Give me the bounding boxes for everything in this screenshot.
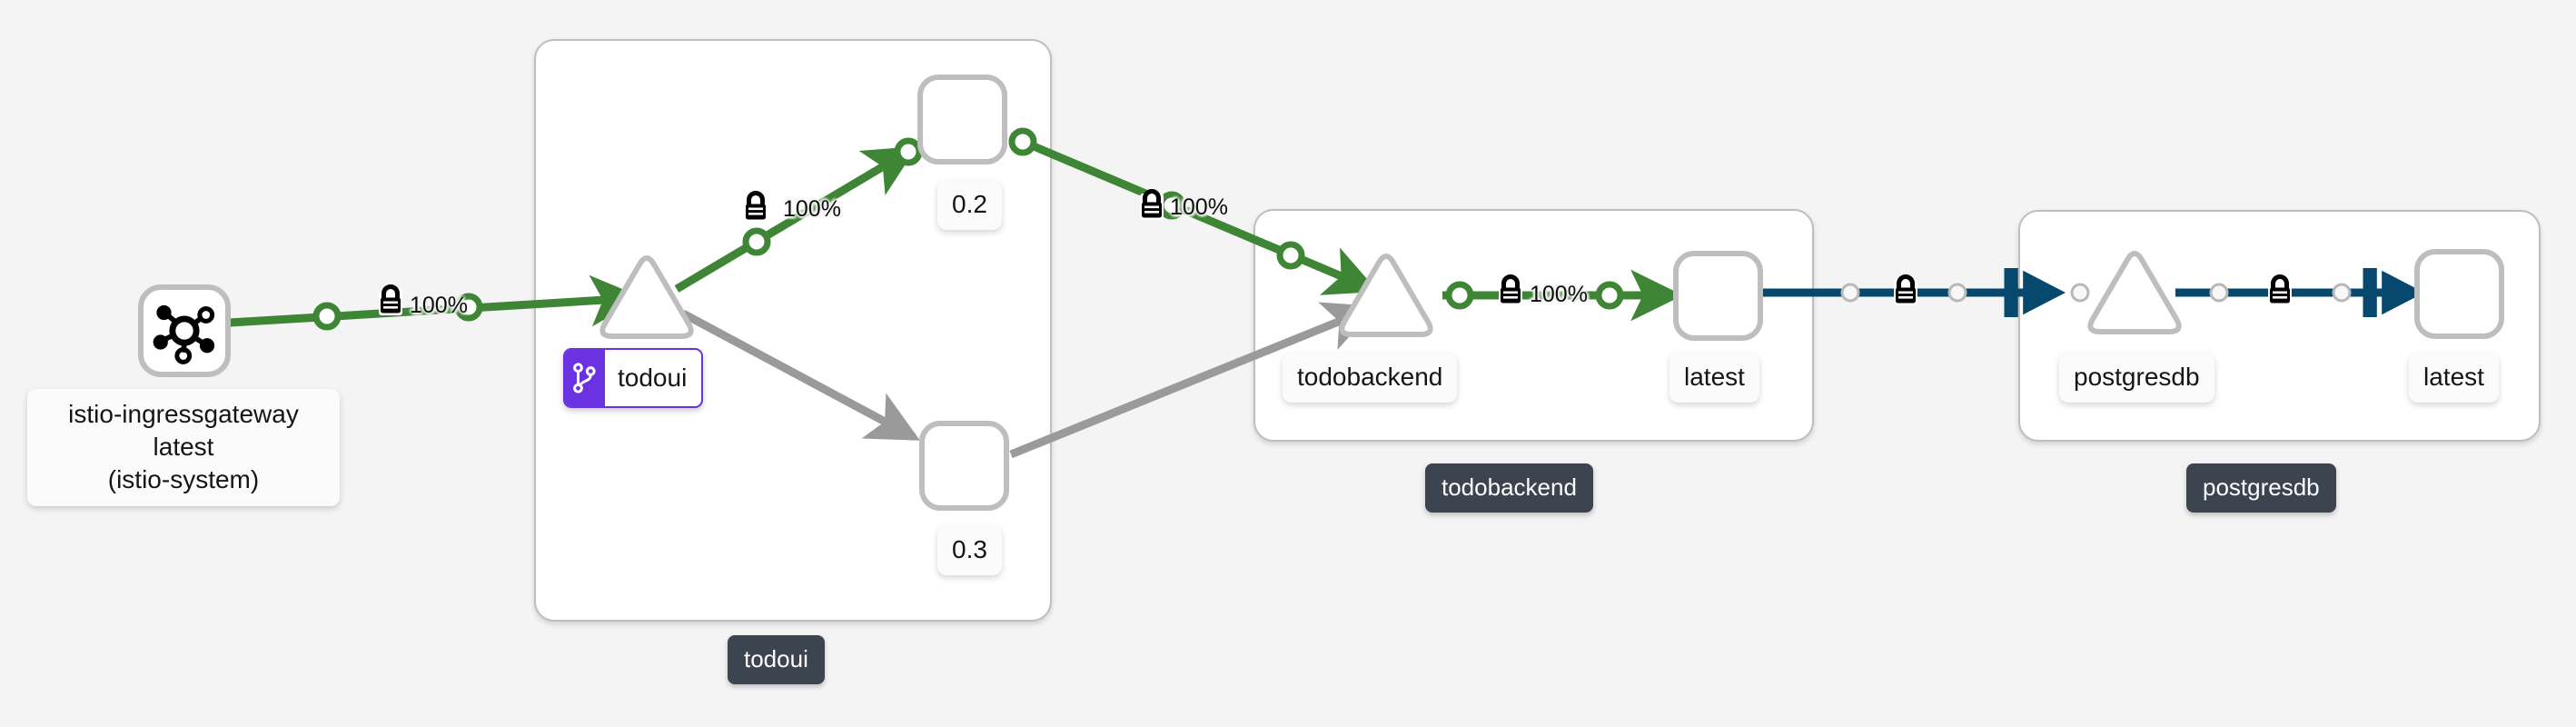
edge-midpoint-marker — [742, 227, 771, 256]
edge-midpoint-marker — [2209, 283, 2229, 303]
node-badge-label-todoui: todoui — [618, 364, 688, 392]
edge-midpoint-marker — [1445, 281, 1474, 310]
edge-ingress-to-todoui[interactable] — [229, 274, 643, 331]
namespace-badge-postgresdb[interactable]: postgresdb — [2186, 463, 2336, 513]
namespace-badge-todoui[interactable]: todoui — [728, 635, 825, 684]
mtls-lock-icon — [1499, 277, 1522, 306]
edge-label-todobackend-to-latest: 100% — [1530, 282, 1588, 307]
node-wl-todoui-03[interactable] — [919, 421, 1009, 511]
node-label-wl-todobackend: latest — [1669, 353, 1759, 403]
node-label-wl-postgresdb: latest — [2409, 353, 2499, 403]
mtls-lock-icon — [1894, 277, 1917, 306]
node-istio-ingressgateway[interactable] — [138, 284, 231, 377]
edge-postgresdb-to-latest[interactable] — [2175, 268, 2424, 317]
edge-label-02-to-todobackend: 100% — [1170, 194, 1228, 220]
edge-02-to-todobackend[interactable] — [1008, 127, 1379, 295]
edge-midpoint-marker — [312, 302, 342, 331]
mtls-lock-icon — [1140, 192, 1164, 221]
topology-icon — [153, 304, 215, 364]
node-svc-postgresdb[interactable] — [2087, 251, 2182, 334]
node-wl-todoui-02[interactable] — [917, 75, 1007, 164]
namespace-badge-todobackend[interactable]: todobackend — [1425, 463, 1593, 513]
edge-midpoint-marker — [1008, 127, 1037, 156]
mtls-lock-icon — [379, 287, 402, 316]
edge-midpoint-marker — [1840, 283, 1860, 303]
edge-label-todoui-to-02: 100% — [783, 196, 841, 222]
edge-midpoint-marker — [2332, 283, 2352, 303]
edge-midpoint-marker — [1595, 281, 1624, 310]
edge-midpoint-marker — [1947, 283, 1967, 303]
edge-midpoint-marker — [1276, 241, 1305, 270]
node-label-istio-ingressgateway: istio-ingressgateway latest (istio-syste… — [27, 389, 340, 507]
node-badge-svc-todoui[interactable]: todoui — [563, 348, 704, 408]
git-branch-icon — [565, 350, 605, 406]
node-label-wl-todoui-02: 0.2 — [937, 180, 1002, 231]
mtls-lock-icon — [2268, 277, 2292, 306]
node-label-svc-todobackend: todobackend — [1283, 353, 1458, 403]
node-label-wl-todoui-03: 0.3 — [937, 525, 1002, 576]
node-label-svc-postgresdb: postgresdb — [2059, 353, 2214, 403]
edge-03-to-todobackend[interactable] — [1009, 302, 1377, 459]
edge-todoui-to-03[interactable] — [680, 310, 920, 441]
edge-midpoint-marker — [2070, 283, 2090, 303]
mtls-lock-icon — [744, 194, 768, 223]
edge-label-ingress-to-todoui: 100% — [410, 293, 468, 318]
edge-todobackend-to-latest[interactable] — [1442, 269, 1683, 322]
edge-midpoint-marker — [454, 293, 483, 322]
